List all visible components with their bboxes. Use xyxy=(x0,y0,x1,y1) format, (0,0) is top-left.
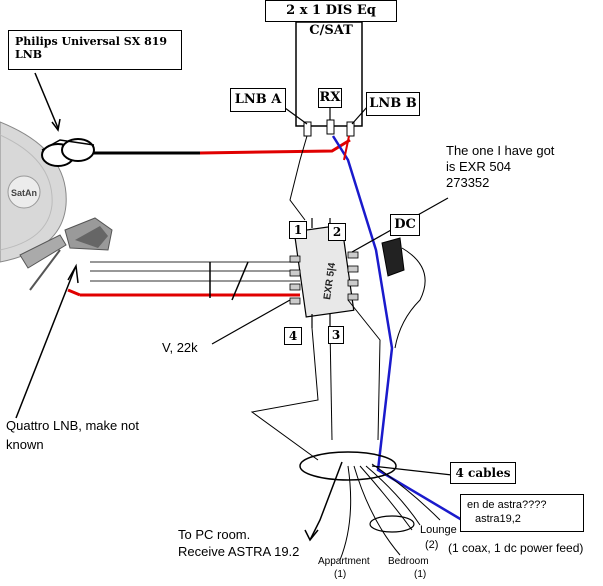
appartment-count: (1) xyxy=(334,569,347,580)
lounge-label: Lounge xyxy=(420,524,457,536)
model-note-line1: The one I have got xyxy=(446,143,555,158)
quattro-note-line2: known xyxy=(6,437,44,452)
diseqc-title: 2 x 1 DIS Eq C/SAT xyxy=(286,3,376,38)
astra-note-line1: en de astra???? xyxy=(467,499,547,511)
multiswitch-label: EXR 5|4 xyxy=(322,262,338,301)
bedroom-count: (1) xyxy=(414,569,427,580)
quattro-note: Quattro LNB, make not known xyxy=(6,416,139,454)
lnb-b-box: LNB B xyxy=(366,92,420,116)
lnb-b-label: LNB B xyxy=(369,96,417,111)
bedroom-label: Bedroom xyxy=(388,556,429,567)
lnb-a-label: LNB A xyxy=(234,92,282,107)
philips-lnb-label-line1: Philips Universal SX 819 xyxy=(15,35,168,48)
philips-lnb-box: Philips Universal SX 819 LNB xyxy=(8,30,182,70)
dc-power-unit xyxy=(381,237,426,349)
rx-label: RX xyxy=(319,90,341,105)
philips-lnb xyxy=(41,138,95,167)
quattro-cables xyxy=(67,261,300,301)
astra-note-box: en de astra???? astra19,2 xyxy=(460,494,584,532)
v22k-label: V, 22k xyxy=(162,340,198,355)
port-4-label: 4 xyxy=(288,329,298,343)
lnb-a-box: LNB A xyxy=(230,88,286,112)
cable-bundle-ring xyxy=(299,451,397,481)
port-4-box: 4 xyxy=(284,327,302,345)
port-3-label: 3 xyxy=(331,328,341,342)
dc-label: DC xyxy=(394,217,416,232)
four-cables-label: 4 cables xyxy=(455,466,511,480)
model-note-line3: 273352 xyxy=(446,175,490,190)
port-1-label: 1 xyxy=(293,223,303,237)
astra-note-line2: astra19,2 xyxy=(475,513,521,525)
quattro-note-line1: Quattro LNB, make not xyxy=(6,418,139,433)
port-3-box: 3 xyxy=(328,326,344,344)
model-note-line2: is EXR 504 xyxy=(446,159,512,174)
appartment-label: Appartment xyxy=(318,556,370,567)
pc-room-line2: Receive ASTRA 19.2 xyxy=(178,544,300,559)
diseqc-switch-box xyxy=(295,21,363,127)
coax-feed-note: (1 coax, 1 dc power feed) xyxy=(448,541,584,555)
dc-box: DC xyxy=(390,214,420,236)
diseqc-title-box: 2 x 1 DIS Eq C/SAT xyxy=(265,0,397,38)
dish-logo: SatAn xyxy=(11,188,37,198)
model-note: The one I have got is EXR 504 273352 xyxy=(446,143,554,191)
port-2-box: 2 xyxy=(328,223,346,241)
port-1-box: 1 xyxy=(289,221,307,239)
rx-box: RX xyxy=(318,88,342,108)
lounge-cable-ring xyxy=(369,515,415,533)
four-cables-box: 4 cables xyxy=(450,462,516,484)
lounge-count: (2) xyxy=(425,539,439,551)
multiswitch: EXR 5|4 xyxy=(289,224,359,318)
pc-room-note: To PC room. Receive ASTRA 19.2 xyxy=(178,526,299,560)
port-2-label: 2 xyxy=(332,225,342,239)
pc-room-line1: To PC room. xyxy=(178,527,251,542)
philips-lnb-label-line2: LNB xyxy=(15,48,43,61)
